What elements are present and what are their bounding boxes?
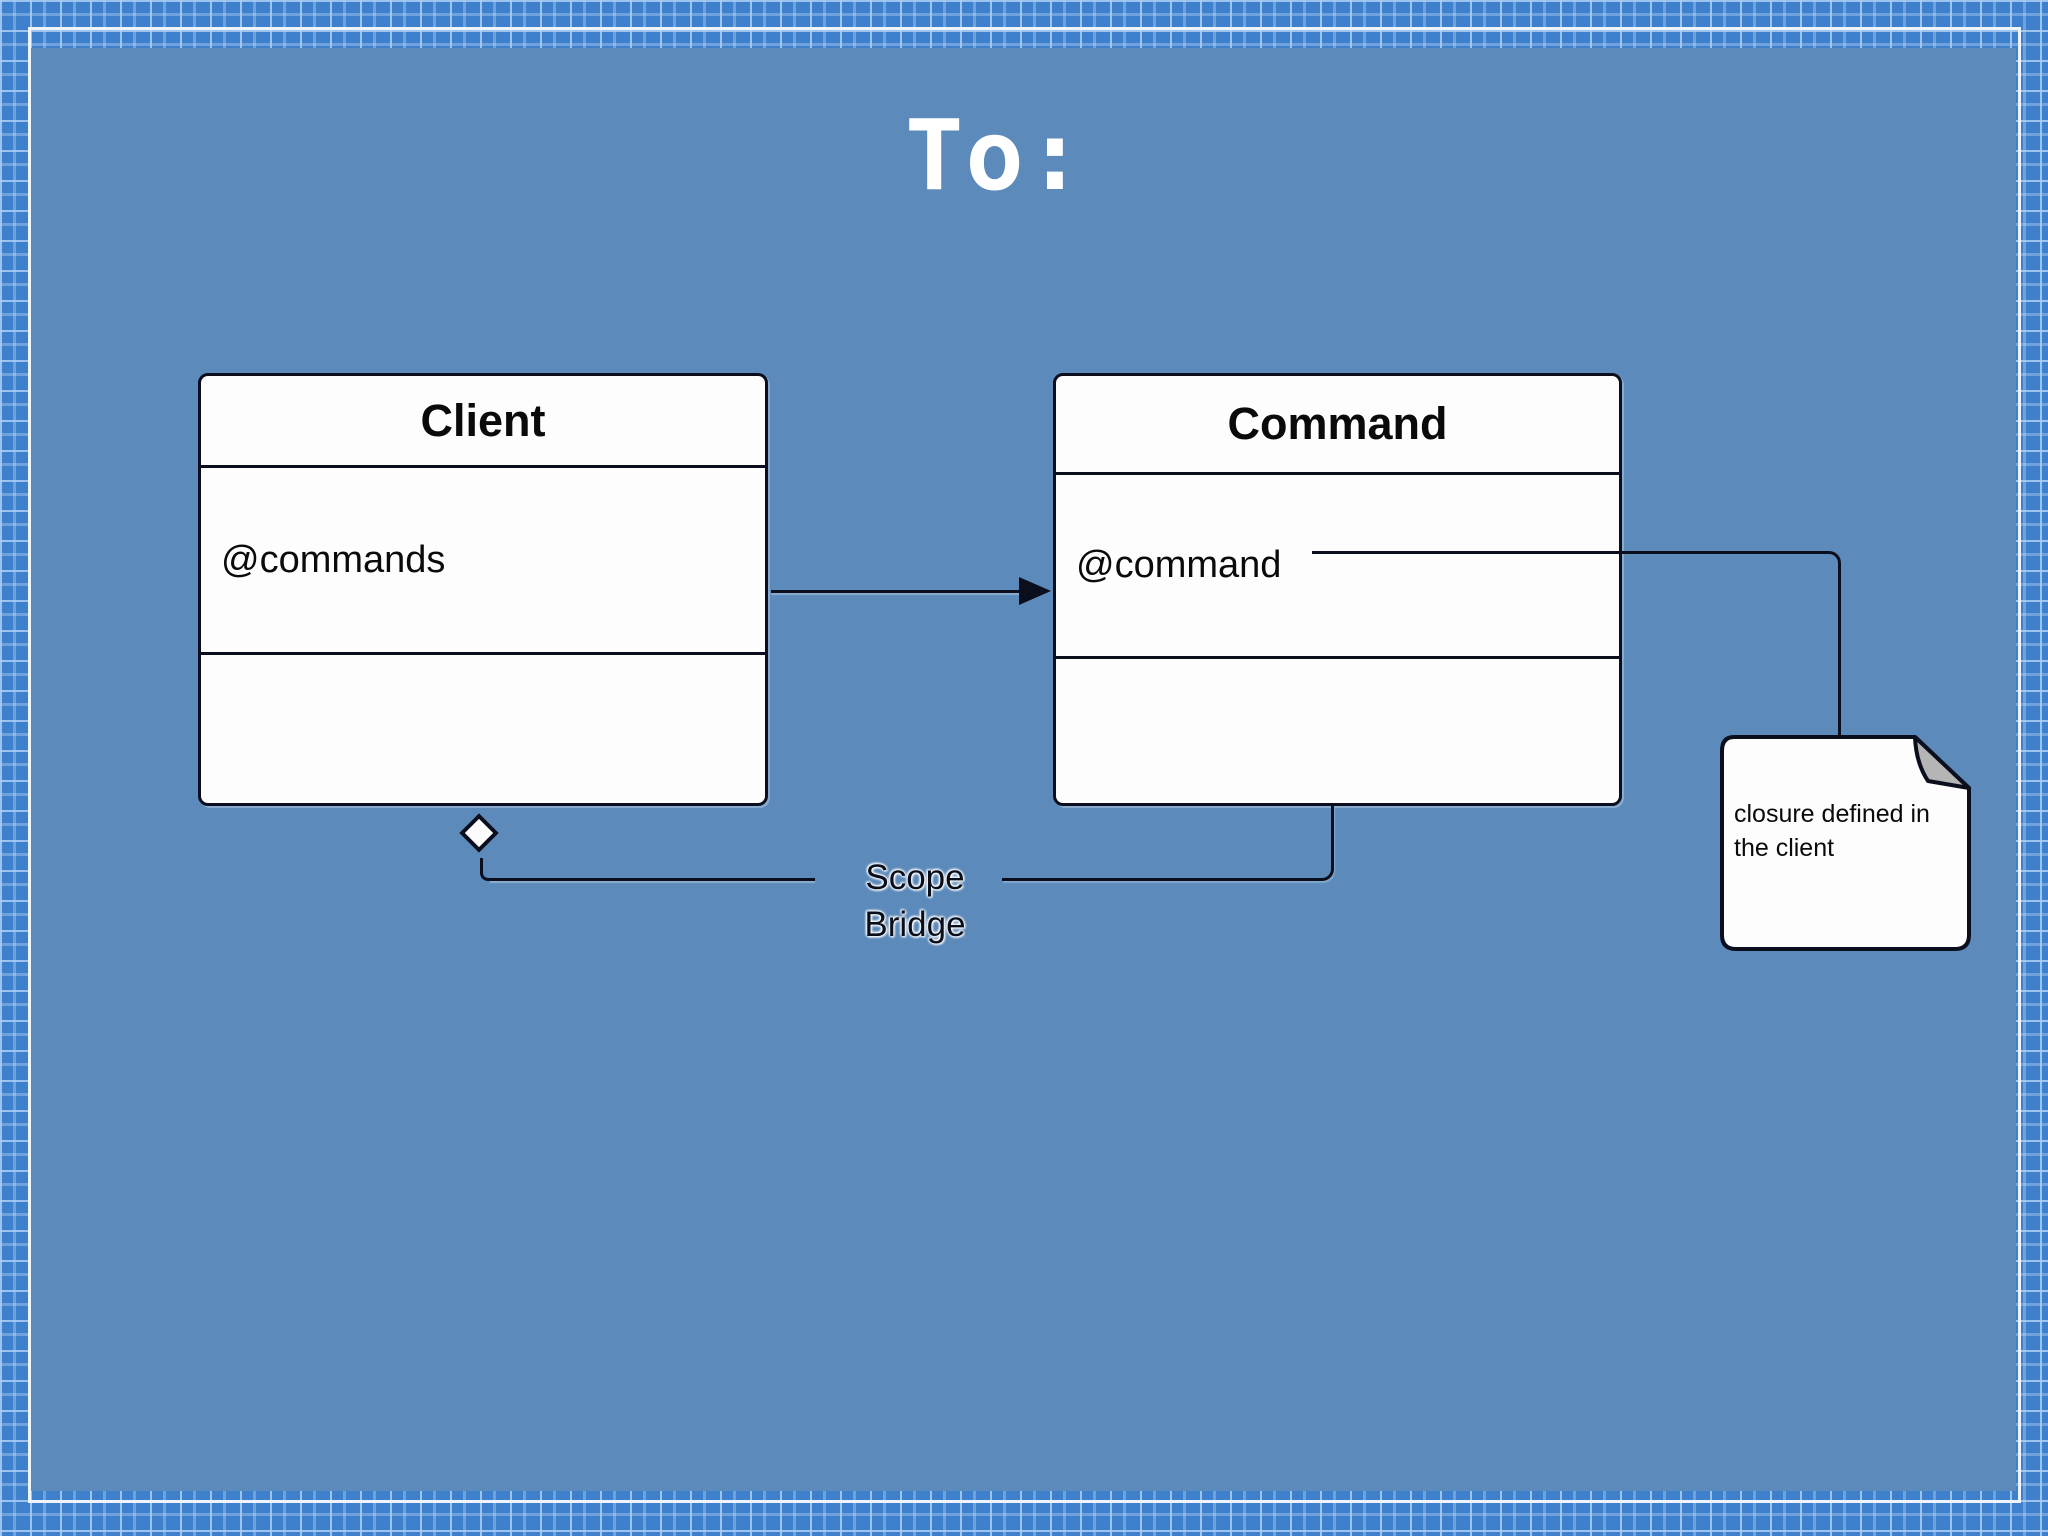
frame-line [28,27,2021,1503]
scope-bridge-connector-right-segment [1002,806,1334,881]
class-name-client: Client [201,376,765,468]
note-outline [1720,735,1971,951]
scope-bridge-connector-left-segment [490,878,815,881]
class-attributes-command: @command [1056,475,1619,659]
association-line-client-to-command [771,590,1023,593]
note-box: closure defined in the client [1716,733,1975,955]
attribute-command: @command [1076,544,1282,586]
note-connector-line [1312,551,1841,735]
note-text: closure defined in the client [1734,800,1930,862]
class-name-command: Command [1056,376,1619,475]
attribute-commands: @commands [221,538,446,581]
class-box-command: Command @command [1053,373,1622,806]
slide-title: To: [905,99,1087,212]
association-label-scope-bridge: Scope Bridge [864,858,966,944]
class-operations-client [201,655,765,803]
scope-bridge-connector-stem [480,858,492,881]
class-attributes-client: @commands [201,468,765,655]
class-box-client: Client @commands [198,373,768,806]
note-dogear-fold-icon [1913,735,1971,790]
arrowhead-icon [1019,577,1051,605]
note-shape [1720,735,1971,951]
